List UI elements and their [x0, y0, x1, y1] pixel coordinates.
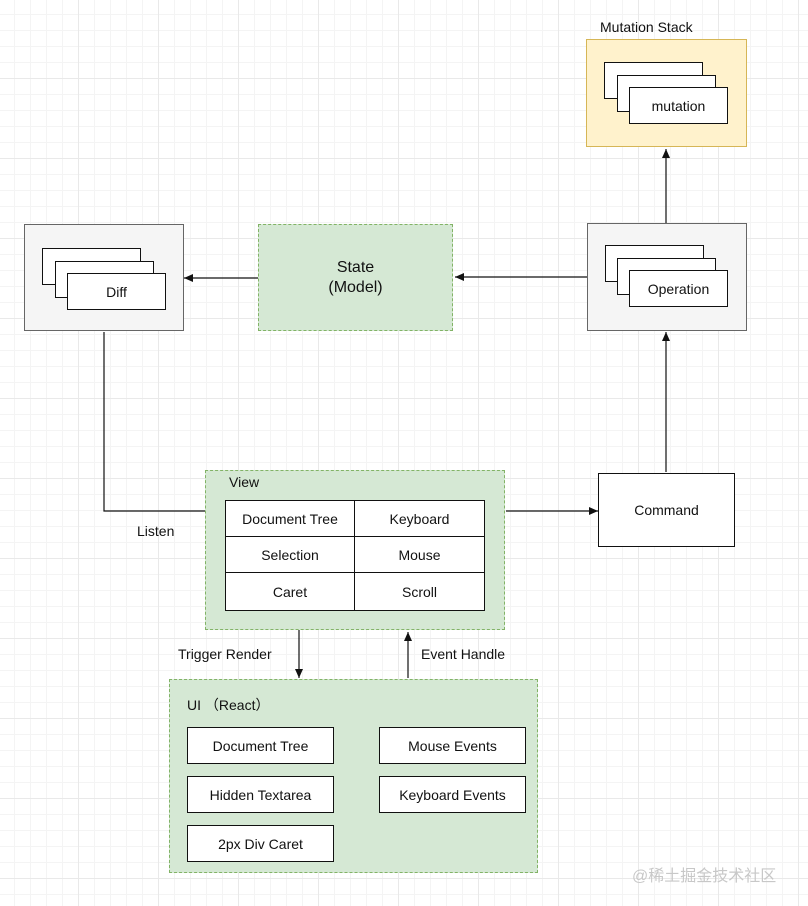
ui-mouse-events: Mouse Events: [379, 727, 526, 764]
view-title: View: [229, 474, 260, 490]
event-handle-label: Event Handle: [421, 646, 506, 662]
ui-document-tree: Document Tree: [187, 727, 334, 764]
model-label: (Model): [328, 278, 383, 296]
command-box: Command: [598, 473, 735, 547]
ui-hidden-textarea: Hidden Textarea: [187, 776, 334, 813]
listen-label: Listen: [137, 523, 175, 539]
ui-keyboard-events: Keyboard Events: [379, 776, 526, 813]
view-cell-selection: Selection: [225, 536, 355, 574]
watermark-text: @稀土掘金技术社区: [632, 868, 777, 885]
view-cell-document-tree: Document Tree: [225, 500, 355, 537]
state-label: State: [336, 258, 375, 276]
mutation-card: mutation: [629, 87, 728, 124]
trigger-render-label: Trigger Render: [178, 646, 272, 662]
operation-card: Operation: [629, 270, 728, 307]
view-cell-caret: Caret: [225, 572, 355, 611]
arrow-diff-to-view: [103, 332, 224, 515]
ui-react-title: UI （React）: [187, 697, 270, 713]
diff-card: Diff: [67, 273, 166, 310]
ui-div-caret: 2px Div Caret: [187, 825, 334, 862]
view-cell-keyboard: Keyboard: [354, 500, 485, 537]
view-grid: Document Tree Keyboard Selection Mouse C…: [225, 500, 485, 611]
view-cell-mouse: Mouse: [354, 536, 485, 574]
mutation-stack-title: Mutation Stack: [600, 19, 693, 35]
state-model-box: State (Model): [258, 224, 453, 331]
view-cell-scroll: Scroll: [354, 572, 485, 611]
